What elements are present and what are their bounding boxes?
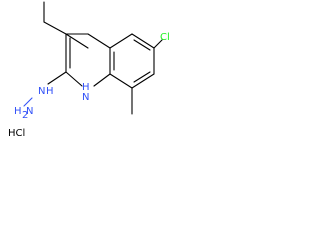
chlorine-label: Cl: [160, 32, 170, 43]
hydrazine-n1-label: N: [38, 86, 45, 97]
bond-c7-c8: [131, 73, 155, 89]
bond-c8-c8a: [109, 73, 133, 89]
bond-c6-cl: [153, 39, 163, 49]
hydrazine-n2-label: N: [26, 106, 33, 117]
bond-c4a-c5: [109, 33, 133, 49]
bond-c3-ethyl: [43, 21, 67, 35]
bond-c5-c6: [131, 33, 155, 49]
bond-c4-c3: [65, 33, 89, 49]
salt-label: HCl: [8, 128, 25, 139]
hydrazine-h1-label: H: [46, 86, 54, 97]
ring-h-label: H: [82, 82, 90, 93]
molecule-structure: Cl H N N H H 2 N HCl: [8, 1, 170, 139]
bond-c5-c6-double: [133, 39, 151, 51]
bond-c2-nh: [47, 71, 67, 85]
bond-c2-n1: [65, 71, 83, 87]
hydrazine-h2-count: 2: [22, 110, 28, 121]
bond-c7-c8-double: [133, 71, 151, 83]
hydrazine-h2-label: H: [14, 106, 22, 117]
ring-n-label: N: [82, 92, 89, 103]
bond-n1-c8a: [93, 73, 111, 87]
bond-c4a-c4: [87, 33, 111, 49]
bond-nh-nh2: [23, 97, 33, 107]
